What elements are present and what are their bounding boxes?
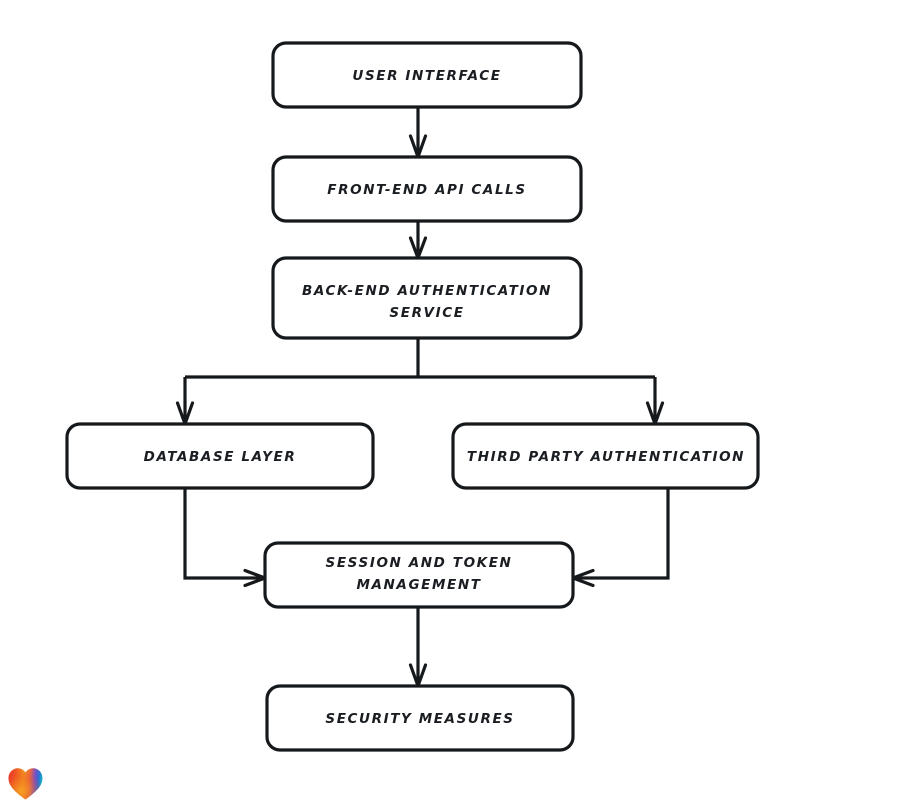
edge-backend-to-database — [175, 377, 195, 426]
node-user-interface-label: USER INTERFACE — [352, 68, 501, 84]
node-front-end-api-calls[interactable]: FRONT-END API CALLS — [271, 155, 583, 223]
node-database-layer-label: DATABASE LAYER — [144, 449, 297, 465]
node-back-end-authentication-service-shape — [271, 256, 583, 340]
node-user-interface[interactable]: USER INTERFACE — [271, 41, 583, 109]
node-session-and-token-management-shape — [263, 541, 575, 609]
edge-thirdparty-to-session — [571, 488, 670, 588]
node-database-layer[interactable]: DATABASE LAYER — [65, 422, 375, 490]
heart-icon-highlight — [8, 768, 43, 800]
edge-api-to-backend — [408, 221, 428, 260]
edge-session-to-security — [408, 607, 428, 688]
node-user-interface-shape — [271, 41, 583, 109]
node-third-party-authentication[interactable]: THIRD PARTY AUTHENTICATION — [451, 422, 760, 490]
heart-icon — [8, 768, 43, 800]
node-back-end-authentication-service[interactable]: BACK-END AUTHENTICATION SERVICE — [271, 256, 583, 340]
node-third-party-authentication-shape — [451, 422, 760, 490]
node-security-measures[interactable]: SECURITY MEASURES — [265, 684, 575, 752]
edge-ui-to-api — [408, 107, 428, 159]
edge-backend-split-bus — [185, 338, 655, 379]
edge-database-to-session — [183, 488, 267, 588]
node-session-and-token-management-label-line2: MANAGEMENT — [356, 577, 481, 593]
node-session-and-token-management-label-line1: SESSION AND TOKEN — [326, 555, 513, 571]
node-front-end-api-calls-label: FRONT-END API CALLS — [327, 182, 526, 198]
node-back-end-authentication-service-label-line2: SERVICE — [389, 305, 464, 321]
edge-backend-to-thirdparty — [645, 377, 665, 426]
node-session-and-token-management[interactable]: SESSION AND TOKEN MANAGEMENT — [263, 541, 575, 609]
node-security-measures-label: SECURITY MEASURES — [325, 711, 514, 727]
node-security-measures-shape — [265, 684, 575, 752]
node-third-party-authentication-label: THIRD PARTY AUTHENTICATION — [467, 449, 745, 465]
node-database-layer-shape — [65, 422, 375, 490]
node-front-end-api-calls-shape — [271, 155, 583, 223]
node-back-end-authentication-service-label-line1: BACK-END AUTHENTICATION — [302, 283, 552, 299]
